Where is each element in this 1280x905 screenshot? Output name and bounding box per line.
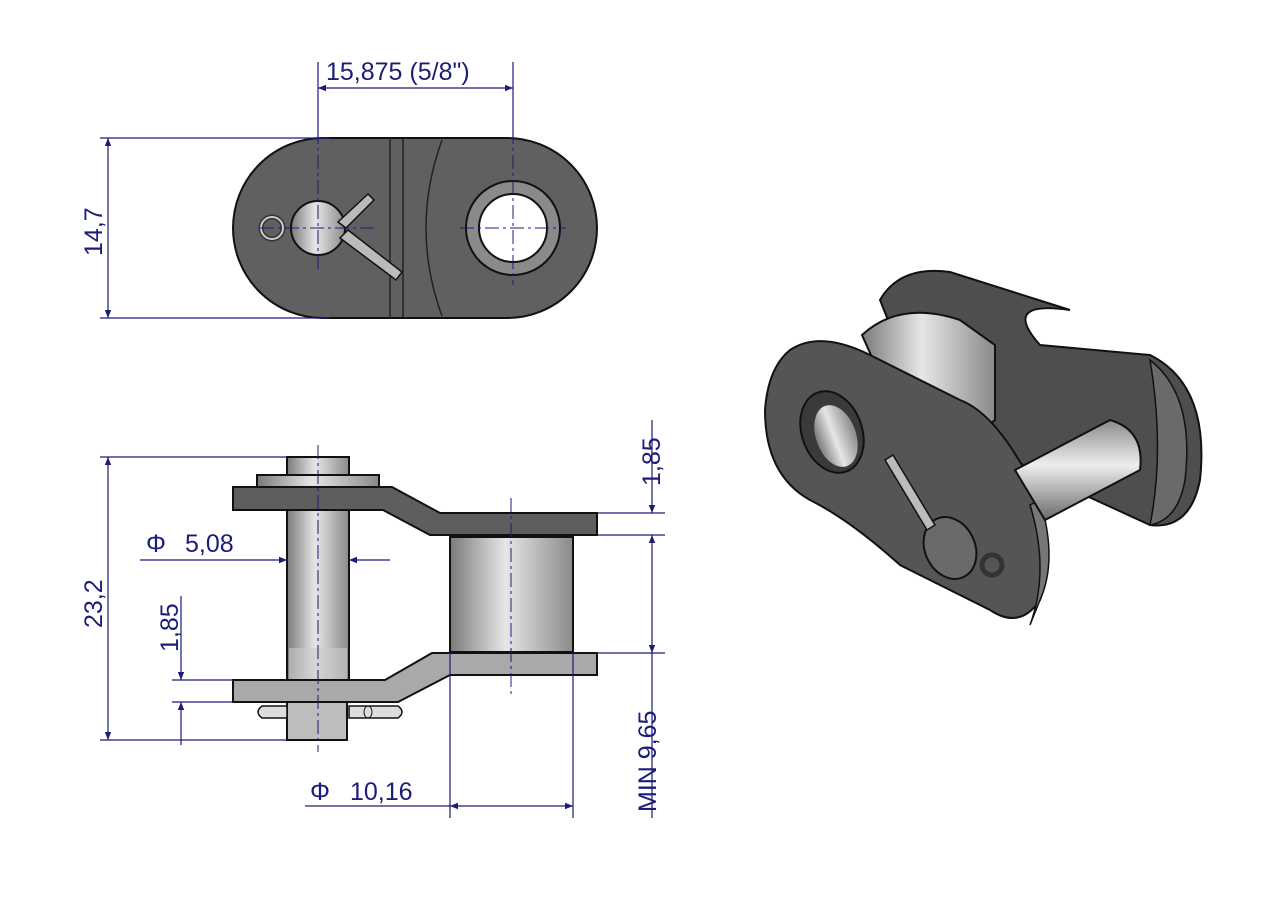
- top-view: 15,875 (5/8") 14,7: [80, 58, 598, 319]
- isometric-view: [763, 269, 1203, 626]
- plate-height-dimension: 14,7: [80, 207, 108, 256]
- top-plate-thickness-dimension: 1,85: [638, 437, 666, 486]
- overall-length-dimension: 23,2: [80, 579, 108, 628]
- pin-diameter-dimension: 5,08: [185, 530, 234, 558]
- pitch-dimension: 15,875 (5/8"): [326, 58, 470, 86]
- inner-width-dimension: MIN 9,65: [634, 711, 662, 812]
- diameter-symbol: Φ: [310, 778, 330, 806]
- diameter-symbol: Φ: [146, 530, 166, 558]
- cotter-pin-iso: [883, 453, 937, 532]
- roller-diameter-dimension: 10,16: [350, 778, 413, 806]
- cotter-pin: [338, 229, 404, 282]
- cotter-pin-side: [257, 705, 403, 719]
- pin-iso: [1013, 418, 1142, 522]
- side-view: 23,2 1,85 Φ 5,08 1,85 MIN 9,65 Φ 10,16: [80, 420, 666, 818]
- bottom-plate-thickness-dimension: 1,85: [156, 603, 184, 652]
